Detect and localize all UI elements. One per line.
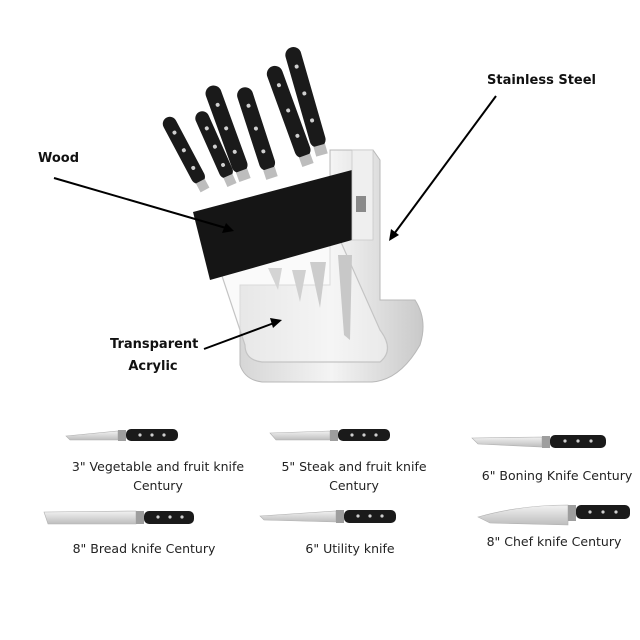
block-knife-handles [162, 47, 328, 193]
knife-image-bread [43, 510, 194, 525]
brand-tag [356, 196, 366, 212]
stainless-arrow [393, 95, 497, 235]
knife-label-line1: 3" Vegetable and fruit knife [71, 459, 245, 474]
knife-image-steak [269, 429, 390, 441]
acrylic-arrow [203, 322, 275, 350]
wood-label: Wood [38, 151, 80, 166]
knife-label-chef: 8" Chef knife Century [468, 532, 640, 551]
knife-block [162, 47, 424, 383]
knife-label-steak: 5" Steak and fruit knife Century [244, 457, 464, 495]
knife-image-vegetable [65, 429, 178, 441]
callout-arrows [53, 95, 497, 350]
knife-image-utility [259, 510, 396, 523]
transparent-label-line2: Acrylic [128, 359, 178, 374]
knife-label-line1: 6" Boning Knife Century [481, 468, 633, 483]
knife-label-line1: 6" Utility knife [305, 541, 395, 556]
blades-inside [268, 255, 352, 340]
transparent-acrylic-label: Transparent Acrylic [110, 334, 199, 378]
knife-image-boning [471, 435, 606, 448]
knife-label-line1: 5" Steak and fruit knife [281, 459, 427, 474]
knife-label-line2: Century [133, 478, 183, 493]
knife-illustrations [43, 429, 630, 526]
stainless-steel-label: Stainless Steel [487, 73, 597, 88]
knife-label-line1: 8" Chef knife Century [486, 534, 622, 549]
knife-label-bread: 8" Bread knife Century [44, 539, 244, 558]
knife-image-chef [477, 504, 630, 526]
wood-panel [193, 170, 352, 280]
wood-arrow [53, 177, 227, 229]
knife-label-vegetable: 3" Vegetable and fruit knife Century [40, 457, 276, 495]
knife-label-line1: 8" Bread knife Century [72, 541, 216, 556]
transparent-label-line1: Transparent [110, 337, 199, 352]
knife-label-utility: 6" Utility knife [270, 539, 430, 558]
knife-label-line2: Century [329, 478, 379, 493]
knife-label-boning: 6" Boning Knife Century [474, 466, 640, 485]
